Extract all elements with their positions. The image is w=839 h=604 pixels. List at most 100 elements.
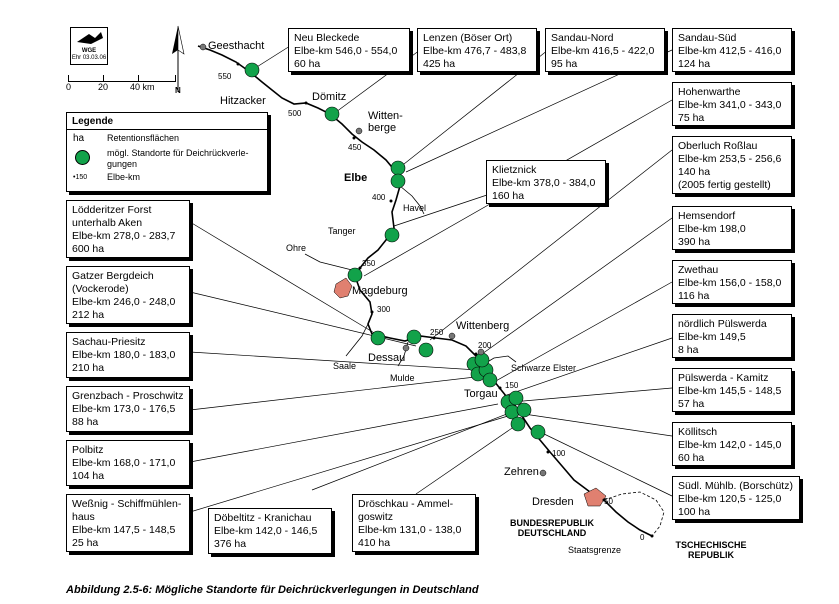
site-markers bbox=[244, 62, 546, 440]
site-box-puelswerda-kamitz: Pülswerda - Kamitz Elbe-km 145,5 - 148,5… bbox=[672, 368, 792, 412]
site-km: Elbe-km 156,0 - 158,0 bbox=[678, 277, 782, 289]
km-label-450: 450 bbox=[348, 143, 362, 152]
site-box-sachau-priesitz: Sachau-Priesitz Elbe-km 180,0 - 183,0 21… bbox=[66, 332, 190, 378]
site-box-zwethau: Zwethau Elbe-km 156,0 - 158,0 116 ha bbox=[672, 260, 792, 304]
site-box-sandau-nord: Sandau-Nord Elbe-km 416,5 - 422,0 95 ha bbox=[545, 28, 665, 72]
site-ha: 210 ha bbox=[72, 362, 105, 374]
site-km: Elbe-km 412,5 - 416,0 bbox=[678, 45, 782, 57]
label-magdeburg: Magdeburg bbox=[352, 285, 408, 297]
site-box-lenzen: Lenzen (Böser Ort) Elbe-km 476,7 - 483,8… bbox=[417, 28, 537, 72]
saale-river bbox=[345, 323, 369, 357]
site-km: Elbe-km 131,0 - 138,0 bbox=[358, 524, 462, 536]
label-mulde: Mulde bbox=[390, 373, 415, 383]
site-ha: 376 ha bbox=[214, 538, 247, 550]
site-ha: 75 ha bbox=[678, 112, 705, 124]
site-km: Elbe-km 246,0 - 248,0 bbox=[72, 296, 176, 308]
site-box-suedl-muehlberg: Südl. Mühlb. (Borschütz) Elbe-km 120,5 -… bbox=[672, 476, 800, 520]
km-label-150: 150 bbox=[505, 381, 519, 390]
site-km: Elbe-km 416,5 - 422,0 bbox=[551, 45, 655, 57]
legend-row-site: mögl. Standorte für Deichrückverle-gunge… bbox=[67, 148, 267, 172]
legend: Legende ha Retentionsflächen mögl. Stand… bbox=[66, 112, 268, 192]
label-hitzacker: Hitzacker bbox=[220, 95, 266, 107]
site-km: Elbe-km 149,5 bbox=[678, 331, 746, 343]
site-note: (2005 fertig gestellt) bbox=[678, 179, 771, 191]
km-label-250: 250 bbox=[430, 328, 444, 337]
north-arrow-icon bbox=[172, 25, 185, 92]
site-box-grenzbach-proschwitz: Grenzbach - Proschwitz Elbe-km 173,0 - 1… bbox=[66, 386, 190, 432]
site-box-hohenwarthe: Hohenwarthe Elbe-km 341,0 - 343,0 75 ha bbox=[672, 82, 792, 126]
site-ha: 8 ha bbox=[678, 344, 699, 356]
label-ohre: Ohre bbox=[286, 243, 307, 253]
label-dresden: Dresden bbox=[532, 496, 574, 508]
label-saale: Saale bbox=[333, 361, 357, 371]
label-geesthacht: Geesthacht bbox=[208, 40, 265, 52]
label-elbe: Elbe bbox=[344, 172, 368, 184]
site-ha: 600 ha bbox=[72, 243, 105, 255]
km-label-50: 50 bbox=[604, 497, 613, 506]
site-name: Weßnig - Schiffmühlen-haus bbox=[72, 498, 182, 523]
site-ha: 60 ha bbox=[294, 58, 321, 70]
figure-caption: Abbildung 2.5-6: Mögliche Standorte für … bbox=[66, 584, 479, 596]
havel-river bbox=[399, 185, 425, 215]
label-wittenberg: Wittenberg bbox=[456, 320, 510, 332]
km-label-350: 350 bbox=[362, 259, 376, 268]
legend-ha-key: ha bbox=[73, 133, 85, 144]
label-torgau: Torgau bbox=[464, 388, 498, 400]
site-ha: 57 ha bbox=[678, 398, 705, 410]
site-ha: 390 ha bbox=[678, 236, 711, 248]
km-label-550: 550 bbox=[218, 72, 232, 81]
site-box-polbitz: Polbitz Elbe-km 168,0 - 171,0 104 ha bbox=[66, 440, 190, 486]
km-label-300: 300 bbox=[377, 305, 391, 314]
km-label-500: 500 bbox=[288, 109, 302, 118]
legend-ha-text: Retentionsflächen bbox=[107, 133, 180, 143]
label-doemitz: Dömitz bbox=[312, 91, 347, 103]
site-km: Elbe-km 147,5 - 148,5 bbox=[72, 524, 176, 536]
site-box-gatzer-bergdeich: Gatzer Bergdeich (Vockerode) Elbe-km 246… bbox=[66, 266, 190, 324]
site-km: Elbe-km 173,0 - 176,5 bbox=[72, 403, 176, 415]
site-ha: 60 ha bbox=[678, 452, 705, 464]
site-ha: 116 ha bbox=[678, 290, 710, 302]
legend-km-key: •150 bbox=[73, 174, 88, 181]
magdeburg-area bbox=[333, 277, 353, 299]
legend-km-key-value: 150 bbox=[75, 174, 88, 181]
site-box-oberluch-rosslau: Oberluch Roßlau Elbe-km 253,5 - 256,6 14… bbox=[672, 136, 792, 194]
site-ha: 160 ha bbox=[492, 190, 525, 202]
site-km: Elbe-km 120,5 - 125,0 bbox=[678, 493, 782, 505]
site-km: Elbe-km 180,0 - 183,0 bbox=[72, 349, 176, 361]
site-box-doebeltitz-kranichau: Döbeltitz - Kranichau Elbe-km 142,0 - 14… bbox=[208, 508, 332, 554]
site-ha: 104 ha bbox=[72, 470, 105, 482]
site-ha: 25 ha bbox=[72, 537, 99, 549]
legend-row-km: •150 Elbe-km bbox=[67, 172, 267, 183]
state-border bbox=[603, 491, 665, 537]
site-box-noerdlich-puelswerda: nördlich Pülswerda Elbe-km 149,5 8 ha bbox=[672, 314, 792, 358]
site-ha: 95 ha bbox=[551, 58, 578, 70]
site-ha: 212 ha bbox=[72, 309, 105, 321]
site-name: Zwethau bbox=[678, 264, 719, 276]
label-zehren: Zehren bbox=[504, 466, 539, 478]
site-name: Dröschkau - Ammel-goswitz bbox=[358, 498, 454, 523]
site-name: Sandau-Süd bbox=[678, 32, 737, 44]
ohre-river bbox=[304, 253, 359, 273]
site-name: Köllitsch bbox=[678, 426, 718, 438]
site-ha: 425 ha bbox=[423, 58, 456, 70]
site-ha: 140 ha bbox=[678, 166, 711, 178]
site-km: Elbe-km 142,0 - 145,0 bbox=[678, 439, 782, 451]
km-ticks bbox=[236, 62, 654, 538]
site-box-droeschkau: Dröschkau - Ammel-goswitz Elbe-km 131,0 … bbox=[352, 494, 476, 552]
site-km: Elbe-km 278,0 - 283,7 bbox=[72, 230, 176, 242]
north-label: N bbox=[175, 86, 181, 95]
label-wittenberge: Witten-berge bbox=[368, 110, 403, 134]
site-name: Oberluch Roßlau bbox=[678, 140, 758, 152]
site-name: Neu Bleckede bbox=[294, 32, 360, 44]
site-name: Polbitz bbox=[72, 444, 104, 456]
label-tanger: Tanger bbox=[328, 226, 356, 236]
scale-label-0: 0 bbox=[66, 82, 72, 92]
site-name: nördlich Pülswerda bbox=[678, 318, 767, 330]
wge-logo-icon: WGE Ehr 03.03.06 bbox=[70, 27, 108, 65]
site-name: Grenzbach - Proschwitz bbox=[72, 390, 184, 402]
site-name: Südl. Mühlb. (Borschütz) bbox=[678, 480, 793, 492]
place-markers bbox=[199, 43, 547, 477]
label-czech-republic: TSCHECHISCHE REPUBLIK bbox=[675, 540, 747, 560]
site-ha: 88 ha bbox=[72, 416, 99, 428]
site-box-hemsendorf: Hemsendorf Elbe-km 198,0 390 ha bbox=[672, 206, 792, 250]
